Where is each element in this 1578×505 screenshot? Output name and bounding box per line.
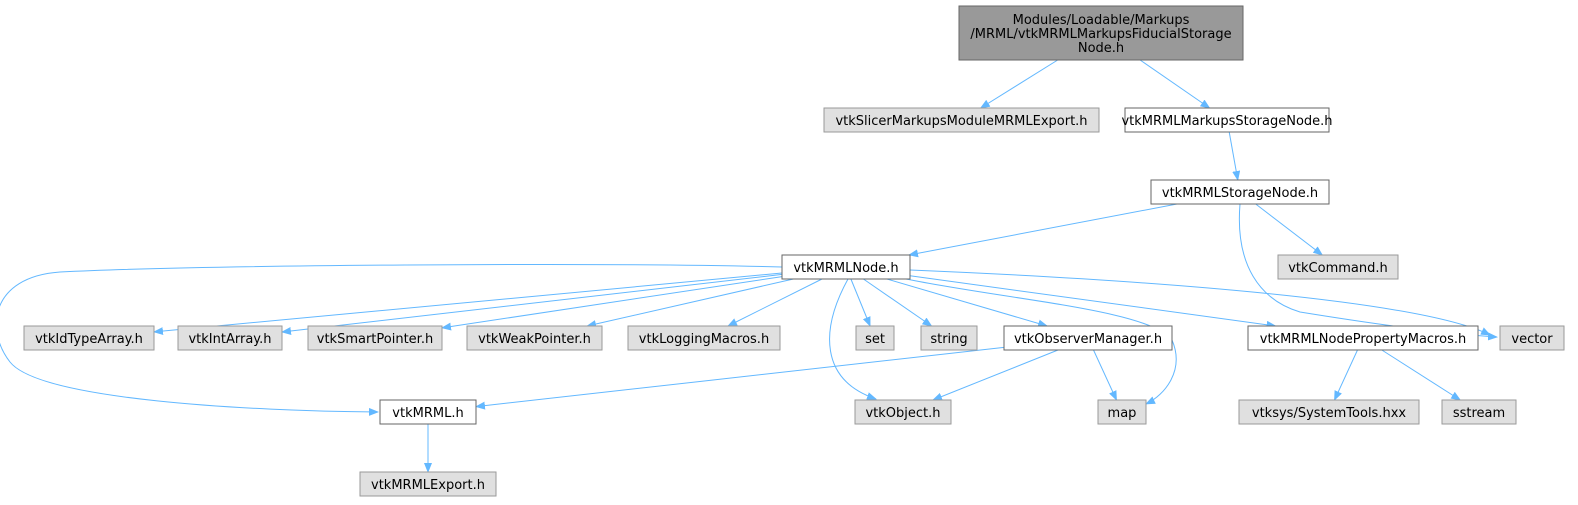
node-box-logging [627,325,781,351]
edge-observer-to-map [1093,349,1117,401]
node-propmacros[interactable]: vtkMRMLNodePropertyMacros.h [1247,325,1479,351]
node-set[interactable]: set [855,325,895,351]
node-box-markups_storage [1124,107,1330,133]
node-label-storage: vtkMRMLStorageNode.h [1162,186,1318,201]
edge-mrml_node-to-idtype [153,272,783,336]
edge-storage-to-mrml_node [908,203,1178,258]
edge-observer-to-object [932,349,1059,401]
node-map[interactable]: map [1097,399,1147,425]
node-label-root-line-2: /MRML/vtkMRMLMarkupsFiducialStorage [970,27,1231,42]
node-box-vector [1499,325,1565,351]
edge-mrml_node-to-observer [886,278,1049,328]
node-box-mrml_h [379,399,477,425]
node-label-idtype: vtkIdTypeArray.h [35,332,143,347]
node-weakptr[interactable]: vtkWeakPointer.h [466,325,603,351]
node-label-map: map [1108,406,1137,421]
node-label-weakptr: vtkWeakPointer.h [478,332,591,347]
edge-mrml_node-to-mrml_h [0,264,783,416]
edge-propmacros-to-systools [1334,349,1358,401]
edge-mrml_node-to-set [850,278,871,327]
node-label-sstream: sstream [1453,406,1505,421]
node-label-mrml_node: vtkMRMLNode.h [793,261,898,276]
node-label-set: set [865,332,885,347]
node-mrml_node[interactable]: vtkMRMLNode.h [781,254,911,280]
node-box-object [854,399,952,425]
node-label-markups_storage: vtkMRMLMarkupsStorageNode.h [1121,114,1332,129]
node-vector[interactable]: vector [1499,325,1565,351]
node-string[interactable]: string [920,325,978,351]
node-box-storage [1150,179,1330,205]
node-observer[interactable]: vtkObserverManager.h [1003,325,1173,351]
node-label-object: vtkObject.h [865,406,940,421]
node-label-systools: vtksys/SystemTools.hxx [1252,406,1407,421]
node-box-mrml_export [359,471,497,497]
node-export_markups[interactable]: vtkSlicerMarkupsModuleMRMLExport.h [823,107,1100,133]
node-box-string [920,325,978,351]
node-object[interactable]: vtkObject.h [854,399,952,425]
edge-storage-to-command [1255,203,1324,256]
edge-root-to-markups_storage [1139,59,1211,109]
node-intarray[interactable]: vtkIntArray.h [177,325,283,351]
node-box-mrml_node [781,254,911,280]
edge-mrml_node-to-weakptr [586,278,794,328]
nodes-layer: Modules/Loadable/Markups/MRML/vtkMRMLMar… [23,5,1565,497]
node-smartptr[interactable]: vtkSmartPointer.h [307,325,443,351]
edge-mrml_node-to-propmacros [909,275,1277,329]
node-mrml_export[interactable]: vtkMRMLExport.h [359,471,497,497]
node-box-idtype [23,325,155,351]
node-box-command [1277,254,1399,280]
node-box-set [855,325,895,351]
edge-mrml_node-to-string [863,278,933,327]
edge-mrml_node-to-smartptr [441,276,783,331]
node-idtype[interactable]: vtkIdTypeArray.h [23,325,155,351]
node-label-observer: vtkObserverManager.h [1014,332,1162,347]
node-box-observer [1003,325,1173,351]
node-box-weakptr [466,325,603,351]
node-label-string: string [930,332,967,347]
node-command[interactable]: vtkCommand.h [1277,254,1399,280]
node-label-mrml_export: vtkMRMLExport.h [371,478,485,493]
node-mrml_h[interactable]: vtkMRML.h [379,399,477,425]
node-root[interactable]: Modules/Loadable/Markups/MRML/vtkMRMLMar… [958,5,1244,61]
edge-mrml_node-to-intarray [281,273,783,335]
node-label-root-line-3: Node.h [1078,41,1124,56]
node-label-propmacros: vtkMRMLNodePropertyMacros.h [1260,332,1466,347]
node-markups_storage[interactable]: vtkMRMLMarkupsStorageNode.h [1121,107,1333,133]
edge-observer-to-mrml_h [475,346,1005,410]
node-box-intarray [177,325,283,351]
edge-propmacros-to-sstream [1381,349,1462,401]
node-box-propmacros [1247,325,1479,351]
edge-mrml_node-to-object [829,278,877,400]
node-label-vector: vector [1511,332,1553,347]
node-box-map [1097,399,1147,425]
node-box-export_markups [823,107,1100,133]
node-box-systools [1238,399,1420,425]
edge-markups_storage-to-storage [1228,131,1241,181]
edge-mrml_node-to-vector [909,269,1491,336]
node-box-sstream [1441,399,1517,425]
node-label-intarray: vtkIntArray.h [188,332,271,347]
node-label-smartptr: vtkSmartPointer.h [317,332,433,347]
node-label-export_markups: vtkSlicerMarkupsModuleMRMLExport.h [835,114,1087,129]
node-storage[interactable]: vtkMRMLStorageNode.h [1150,179,1330,205]
node-box-smartptr [307,325,443,351]
node-label-logging: vtkLoggingMacros.h [639,332,769,347]
node-label-mrml_h: vtkMRML.h [392,406,463,421]
node-label-root-line-1: Modules/Loadable/Markups [1013,13,1190,28]
node-label-command: vtkCommand.h [1288,261,1388,276]
node-logging[interactable]: vtkLoggingMacros.h [627,325,781,351]
node-box-root [958,5,1244,61]
edge-mrml_node-to-logging [727,278,823,327]
edge-root-to-export_markups [979,59,1058,109]
node-sstream[interactable]: sstream [1441,399,1517,425]
node-systools[interactable]: vtksys/SystemTools.hxx [1238,399,1420,425]
